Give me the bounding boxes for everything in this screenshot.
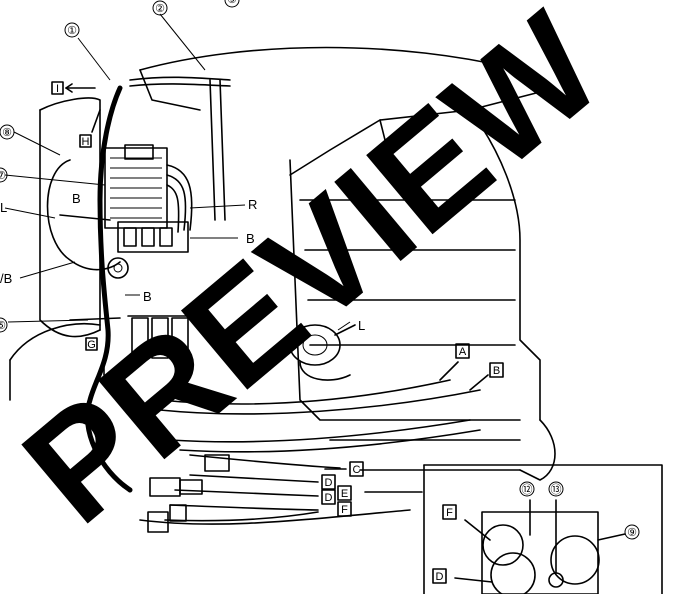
connector-h: H <box>82 136 90 148</box>
connector-labels: I H G A B C D D E F F <box>51 81 504 584</box>
starter-solenoid <box>289 324 356 381</box>
engine-outline <box>9 46 556 525</box>
callout-3: ③ <box>227 0 237 6</box>
connector-f: F <box>341 504 348 516</box>
connector-d-inset: D <box>436 571 444 583</box>
wire-label-r: R <box>248 197 257 212</box>
callout-2: ② <box>155 3 165 15</box>
inset-detail <box>364 464 663 594</box>
ignition-coils <box>127 315 193 359</box>
connector-f-inset: F <box>446 507 453 519</box>
wire-label-l-left: L <box>0 200 7 215</box>
wire-label-b-right: B <box>246 231 255 246</box>
connector-c: C <box>353 464 361 476</box>
bottom-couplers <box>147 454 230 533</box>
connector-g: G <box>87 339 96 351</box>
wire-color-labels: R B B B L L /B <box>0 191 365 333</box>
wire-label-b-lower-left: /B <box>0 271 12 286</box>
callout-12: ⑫ <box>522 483 533 496</box>
callout-13: ⑬ <box>551 483 562 496</box>
connector-d-2: D <box>325 492 333 504</box>
rectifier-regulator <box>104 144 193 233</box>
callout-numbers: ① ② ③ ⑧ ⑦ ⑤ ⑫ ⑬ ⑨ <box>0 0 640 540</box>
wire-label-b-center: B <box>143 289 152 304</box>
preview-watermark: PREVIEW <box>0 0 631 555</box>
leader-lines <box>4 13 351 331</box>
callout-7: ⑦ <box>0 170 6 182</box>
connector-a: A <box>459 346 467 358</box>
wire-label-b-left: B <box>72 191 81 206</box>
connector-b: B <box>493 365 500 377</box>
callout-1: ① <box>67 25 77 37</box>
connector-d-1: D <box>325 477 333 489</box>
callout-9: ⑨ <box>627 527 637 539</box>
wire-label-l: L <box>358 318 365 333</box>
relay-cluster <box>107 221 189 279</box>
connector-i: I <box>56 83 59 95</box>
connector-e: E <box>341 488 348 500</box>
callout-5: ⑤ <box>0 320 6 332</box>
callout-8: ⑧ <box>2 127 12 139</box>
